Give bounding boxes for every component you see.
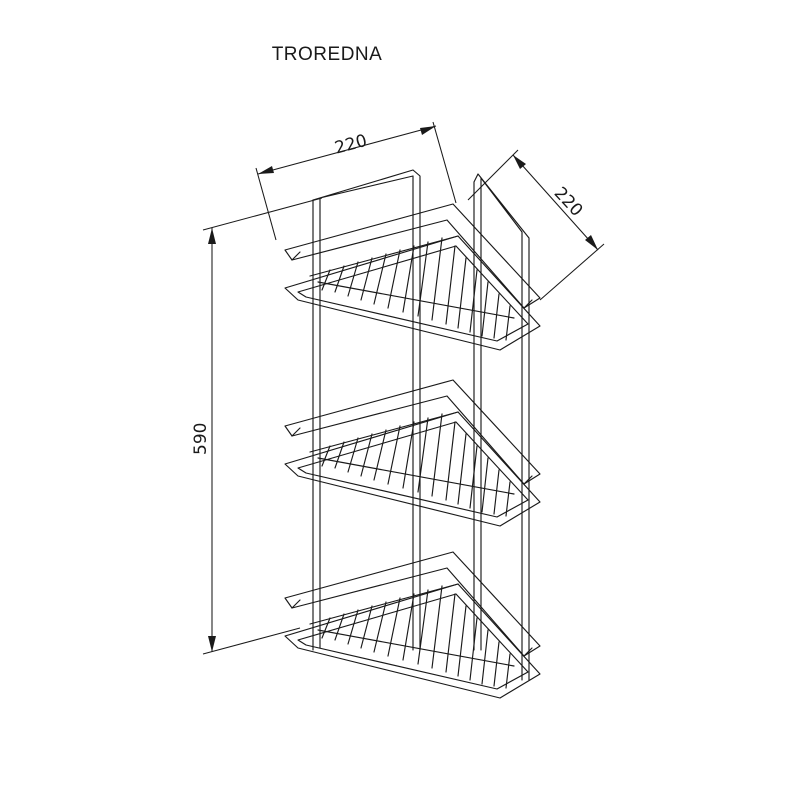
- dimension-label-width: 220: [333, 131, 370, 159]
- drawing-title: TROREDNA: [271, 44, 383, 65]
- extension-line: [539, 243, 605, 301]
- right-frame: [473, 173, 530, 681]
- arrow-head: [208, 636, 216, 652]
- arrow-head: [258, 166, 274, 174]
- arrow-head: [420, 126, 436, 135]
- dimension-height: 590: [191, 197, 323, 655]
- arrow-head: [585, 235, 598, 250]
- dimension-label-height: 590: [191, 423, 211, 455]
- arrow-head: [208, 228, 216, 244]
- dimension-line-depth: [512, 154, 599, 251]
- left-frame: [312, 169, 421, 651]
- corner-shelf-unit: [284, 169, 541, 699]
- dimension-label-depth: 220: [550, 183, 587, 220]
- extension-line: [202, 197, 323, 231]
- extension-line: [255, 167, 277, 241]
- dimension-depth: 220: [467, 149, 605, 301]
- dimension-width: 220: [255, 121, 457, 241]
- arrow-head: [513, 155, 526, 169]
- extension-line: [202, 627, 301, 655]
- extension-line: [467, 149, 519, 201]
- extension-line: [432, 121, 457, 204]
- dimension-line-width: [257, 125, 437, 175]
